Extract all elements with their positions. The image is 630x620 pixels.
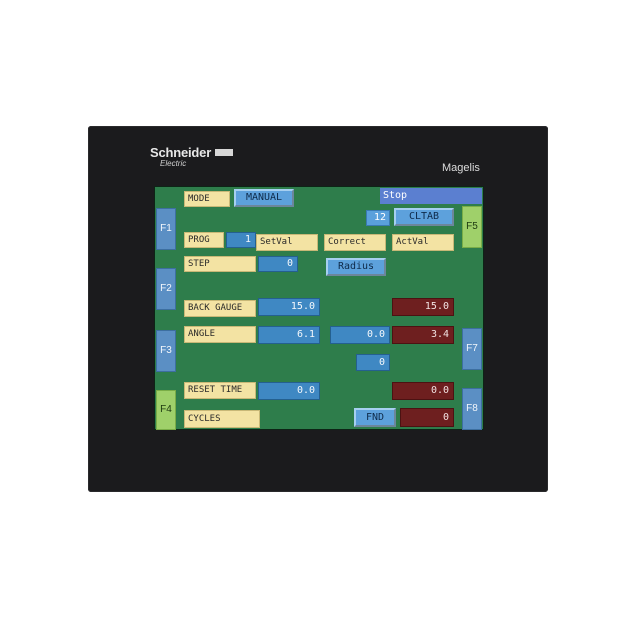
f3-key[interactable]: F3 [156,330,176,372]
prog-label: PROG [184,232,224,248]
cycles-label: CYCLES [184,410,260,428]
angle-actval: 3.4 [392,326,454,344]
cycles-actval: 0 [400,408,454,427]
angle-setval[interactable]: 6.1 [258,326,320,344]
actval-header: ActVal [392,234,454,251]
fnd-button[interactable]: FND [354,408,396,427]
f4-key[interactable]: F4 [156,390,176,430]
status-bar: Stop [380,188,482,204]
brand-logo: Schneider Electric [150,146,234,168]
reset-time-label: RESET TIME [184,382,256,399]
back-gauge-setval[interactable]: 15.0 [258,298,320,316]
setval-header: SetVal [256,234,318,251]
model-name: Magelis [442,162,480,174]
correct-header: Correct [324,234,386,251]
brand-name: Schneider [150,146,234,159]
reset-time-setval[interactable]: 0.0 [258,382,320,400]
brand-subtitle: Electric [160,159,187,168]
back-gauge-label: BACK GAUGE [184,300,256,317]
radius-button[interactable]: Radius [326,258,386,276]
prog-value[interactable]: 1 [226,232,256,248]
reset-time-actval: 0.0 [392,382,454,400]
mode-label: MODE [184,191,230,207]
brand-mark-icon [215,149,234,156]
extra-value[interactable]: 0 [356,354,390,371]
cltab-button[interactable]: CLTAB [394,208,454,226]
f2-key[interactable]: F2 [156,268,176,310]
f1-key[interactable]: F1 [156,208,176,250]
back-gauge-actval: 15.0 [392,298,454,316]
f8-key[interactable]: F8 [462,388,482,430]
f7-key[interactable]: F7 [462,328,482,370]
angle-correct[interactable]: 0.0 [330,326,390,344]
step-value[interactable]: 0 [258,256,298,272]
cltab-number: 12 [366,210,390,226]
step-label: STEP [184,256,256,272]
mode-manual-button[interactable]: MANUAL [234,189,294,207]
f5-key[interactable]: F5 [462,206,482,248]
angle-label: ANGLE [184,326,256,343]
